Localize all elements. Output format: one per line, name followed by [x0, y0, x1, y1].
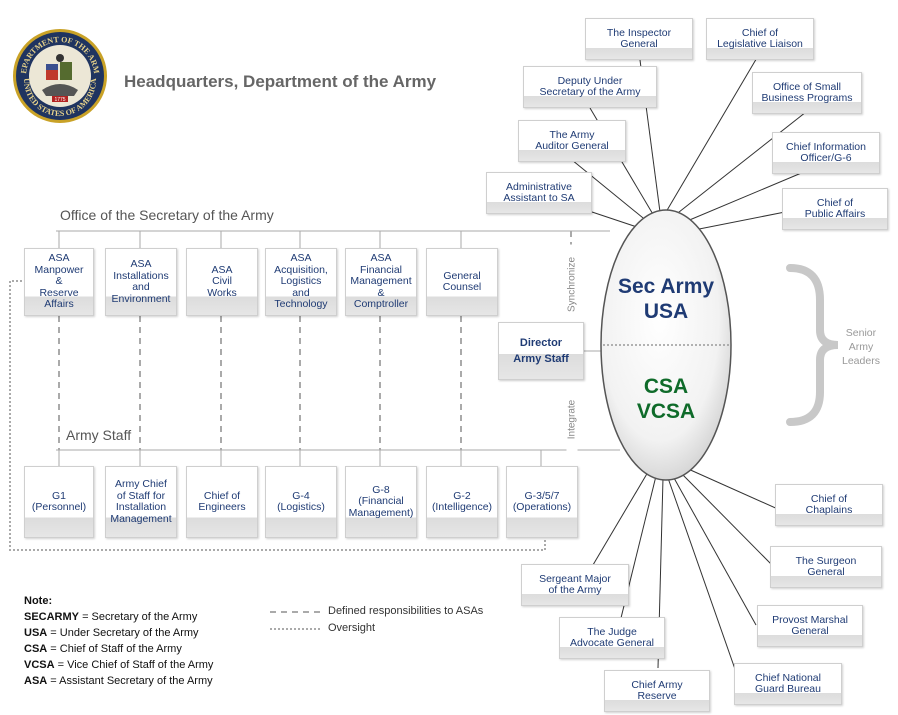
asa-box[interactable]: ASA Manpower & Reserve Affairs — [24, 248, 94, 316]
office-box-lower[interactable]: Sergeant Major of the Army — [521, 564, 629, 606]
office-box-upper[interactable]: Chief Information Officer/G-6 — [772, 132, 880, 174]
note-block: Note: SECARMY = Secretary of the Army US… — [24, 593, 213, 689]
leadership-oval — [600, 209, 732, 481]
staff-box[interactable]: Army Chief of Staff for Installation Man… — [105, 466, 177, 538]
office-box-upper[interactable]: Deputy Under Secretary of the Army — [523, 66, 657, 108]
note-item: USA = Under Secretary of the Army — [24, 627, 199, 639]
oval-top-line1: Sec Army — [617, 275, 715, 298]
asa-box[interactable]: ASA Acquisition, Logistics and Technolog… — [265, 248, 337, 316]
office-box-upper[interactable]: The Inspector General — [585, 18, 693, 60]
sec-army-usa-label[interactable]: Sec Army USA — [612, 274, 720, 324]
office-box-upper[interactable]: Chief of Legislative Liaison — [706, 18, 814, 60]
office-box-upper[interactable]: The Army Auditor General — [518, 120, 626, 162]
office-box-lower[interactable]: Provost Marshal General — [757, 605, 863, 647]
note-item: ASA = Assistant Secretary of the Army — [24, 675, 213, 687]
oval-bottom-line1: CSA — [643, 375, 689, 398]
director-line2: Army Staff — [513, 353, 569, 365]
staff-box[interactable]: Chief of Engineers — [186, 466, 258, 538]
staff-box[interactable]: G1 (Personnel) — [24, 466, 94, 538]
office-box-lower[interactable]: Chief National Guard Bureau — [734, 663, 842, 705]
army-seal-logo: DEPARTMENT OF THE ARMY UNITED STATES OF … — [12, 28, 107, 123]
staff-box[interactable]: G-4 (Logistics) — [265, 466, 337, 538]
director-line1: Director — [519, 337, 563, 349]
staff-box[interactable]: G-8 (Financial Management) — [345, 466, 417, 538]
legend-dotted-label: Oversight — [328, 622, 376, 634]
senior-army-leaders-label: Senior Army Leaders — [842, 327, 880, 367]
senior-leaders-brace — [786, 264, 839, 426]
asa-box[interactable]: General Counsel — [426, 248, 498, 316]
note-item: VCSA = Vice Chief of Staff of the Army — [24, 659, 214, 671]
secretary-section-label: Office of the Secretary of the Army — [60, 207, 274, 223]
oval-top-line2: USA — [643, 300, 689, 323]
legend-dashed-label: Defined responsibilities to ASAs — [328, 605, 484, 617]
integrate-label: Integrate — [566, 379, 578, 460]
office-box-upper[interactable]: Administrative Assistant to SA — [486, 172, 592, 214]
page-title: Headquarters, Department of the Army — [124, 72, 437, 91]
staff-section-label: Army Staff — [64, 427, 134, 443]
synchronize-label: Synchronize — [566, 244, 578, 325]
office-box-upper[interactable]: Office of Small Business Programs — [752, 72, 862, 114]
staff-box[interactable]: G-3/5/7 (Operations) — [506, 466, 578, 538]
csa-vcsa-label[interactable]: CSA VCSA — [612, 374, 720, 424]
office-box-lower[interactable]: Chief Army Reserve — [604, 670, 710, 712]
office-box-upper[interactable]: Chief of Public Affairs — [782, 188, 888, 230]
director-army-staff-box[interactable]: Director Army Staff — [498, 322, 584, 380]
asa-box[interactable]: ASA Civil Works — [186, 248, 258, 316]
note-heading: Note: — [24, 595, 53, 607]
oval-bottom-line2: VCSA — [636, 400, 696, 423]
note-item: CSA = Chief of Staff of the Army — [24, 643, 182, 655]
seal-year: 1775 — [54, 97, 65, 103]
note-item: SECARMY = Secretary of the Army — [24, 611, 198, 623]
office-box-lower[interactable]: The Judge Advocate General — [559, 617, 665, 659]
office-box-lower[interactable]: Chief of Chaplains — [775, 484, 883, 526]
office-box-lower[interactable]: The Surgeon General — [770, 546, 882, 588]
staff-box[interactable]: G-2 (Intelligence) — [426, 466, 498, 538]
asa-box[interactable]: ASA Financial Management & Comptroller — [345, 248, 417, 316]
asa-box[interactable]: ASA Installations and Environment — [105, 248, 177, 316]
